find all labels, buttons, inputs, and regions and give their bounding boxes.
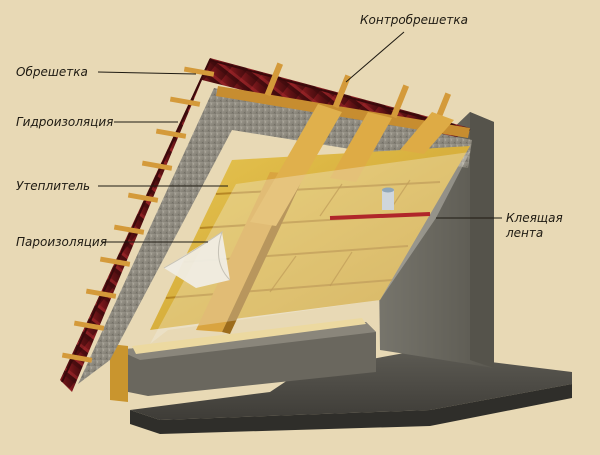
roof-tiles: [60, 58, 471, 392]
label-waterproofing: Гидроизоляция: [16, 115, 113, 129]
label-battens: Обрешетка: [16, 65, 88, 79]
label-vapor-barrier: Пароизоляция: [16, 235, 107, 249]
sill-plate: [132, 318, 366, 354]
rafters: [196, 104, 454, 334]
knee-wall: [110, 322, 376, 402]
vent-pipe-icon: [382, 187, 394, 210]
waterproofing-membrane: [78, 88, 472, 384]
label-insulation: Утеплитель: [16, 179, 90, 193]
label-tape-line1: Клеящая: [506, 211, 563, 225]
battens: [61, 66, 215, 363]
counter-battens: [216, 62, 470, 138]
adhesive-tape: [329, 212, 431, 220]
label-counter-battens: Контробрешетка: [360, 13, 468, 27]
floor-slab: [130, 352, 572, 434]
label-tape-line2: лента: [505, 226, 543, 240]
leader-lines: [97, 31, 502, 243]
